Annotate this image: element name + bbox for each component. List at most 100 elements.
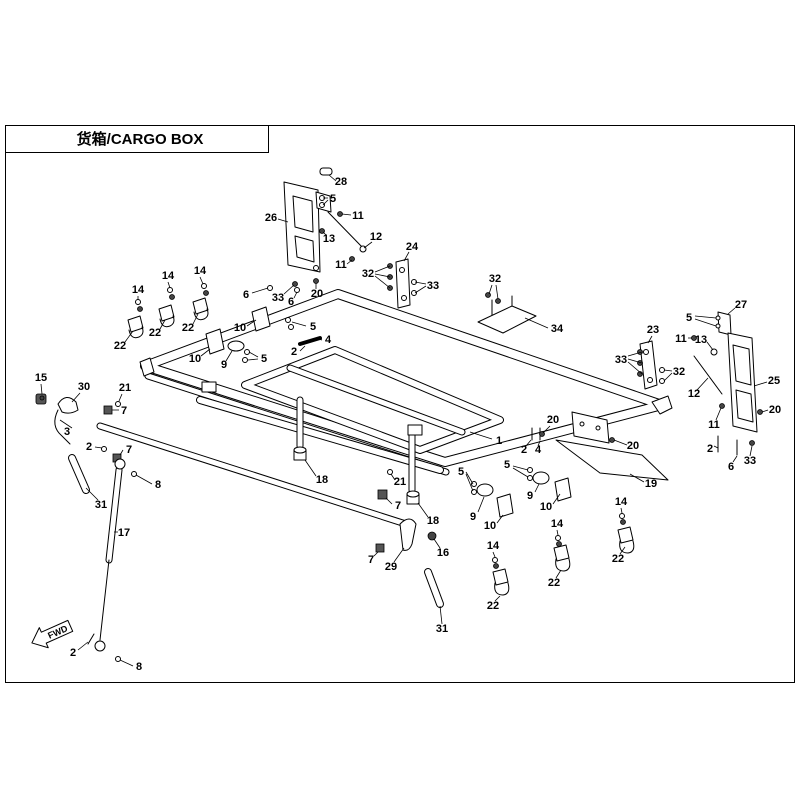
nut (495, 298, 501, 304)
center-rail-fill (287, 365, 465, 435)
callout-14: 14 (132, 284, 145, 296)
nut (757, 409, 763, 415)
tie-down-plate (158, 304, 175, 322)
bolt (710, 348, 718, 356)
hinge-bar-hole (643, 349, 649, 355)
nut (749, 440, 755, 446)
bolt (492, 557, 498, 563)
clip-7 (375, 543, 385, 553)
bump-stop (293, 446, 420, 505)
callout-11: 11 (335, 259, 347, 271)
callout-5: 5 (686, 312, 692, 324)
callout-10: 10 (189, 353, 201, 365)
callout-6: 6 (243, 289, 249, 301)
nut (485, 292, 491, 298)
callout-32: 32 (489, 273, 501, 285)
nut (169, 294, 175, 300)
rubber-strap-31-fill (69, 455, 89, 493)
pin-2 (87, 633, 95, 645)
callout-28: 28 (335, 176, 347, 188)
nut (349, 256, 355, 262)
nut (203, 290, 209, 296)
callout-33: 33 (427, 280, 439, 292)
bolt (387, 469, 393, 475)
strut-mount (114, 458, 126, 470)
bolt (242, 357, 248, 363)
callout-13: 13 (695, 334, 707, 346)
bolt (715, 315, 721, 321)
left-end-tab (139, 357, 155, 377)
callout-29: 29 (385, 561, 397, 573)
callout-22: 22 (487, 600, 499, 612)
gas-strut-17 (94, 458, 126, 652)
d-ring-right (476, 471, 572, 518)
callout-33: 33 (744, 455, 756, 467)
nut (556, 541, 562, 547)
tie-down-plate (127, 315, 144, 333)
bolt (201, 283, 207, 289)
bolt (659, 367, 665, 373)
callout-2: 2 (70, 647, 76, 659)
tie-down-plate (617, 526, 634, 544)
callout-10: 10 (484, 520, 496, 532)
hook-3 (54, 409, 71, 445)
nut (337, 211, 343, 217)
hinge-plate-cutout (294, 235, 315, 263)
bolt (527, 475, 533, 481)
strut-mount (94, 640, 106, 652)
callout-5: 5 (504, 459, 510, 471)
callout-4: 4 (535, 444, 542, 456)
callout-12: 12 (370, 231, 382, 243)
callout-9: 9 (470, 511, 476, 523)
callout-22: 22 (149, 327, 161, 339)
tie-down-ring (555, 558, 571, 572)
callout-5: 5 (310, 321, 316, 333)
tie-down-ring (193, 308, 209, 321)
mud-flap-19 (555, 439, 669, 481)
nut (637, 371, 643, 377)
nut (313, 278, 319, 284)
bolt (471, 489, 477, 495)
callout-7: 7 (395, 500, 401, 512)
page-title: 货箱/CARGO BOX (77, 130, 204, 148)
callout-14: 14 (551, 518, 564, 530)
callout-16: 16 (437, 547, 449, 559)
callout-20: 20 (769, 404, 781, 416)
clip-16 (427, 531, 437, 541)
nut (137, 306, 143, 312)
nut (719, 403, 725, 409)
callout-11: 11 (675, 333, 687, 345)
tie-down-plate (192, 297, 209, 315)
d-ring-left (205, 306, 322, 355)
callout-21: 21 (119, 382, 131, 394)
anchor-plate-10 (251, 306, 271, 332)
callout-30: 30 (78, 381, 90, 393)
hinge-plate-cutout (732, 344, 752, 386)
d-ring-9 (476, 483, 494, 497)
clip-7 (377, 489, 388, 500)
callout-21: 21 (394, 476, 406, 488)
plate-hole (595, 425, 601, 431)
bolt (555, 535, 561, 541)
hinge-plate-cutout (735, 389, 754, 423)
bolt (115, 656, 121, 662)
callout-31: 31 (436, 623, 448, 635)
bolt (288, 324, 294, 330)
hinge-bar-hole (647, 377, 653, 383)
callout-9: 9 (221, 359, 227, 371)
callout-23: 23 (647, 324, 659, 336)
strut-cylinder-fill (106, 467, 122, 563)
callout-24: 24 (406, 241, 419, 253)
callout-10: 10 (234, 322, 246, 334)
hinge-bar-hole (401, 295, 407, 301)
callout-14: 14 (487, 540, 500, 552)
callout-32: 32 (673, 366, 685, 378)
callout-9: 9 (527, 490, 533, 502)
bolt (167, 287, 173, 293)
callout-33: 33 (272, 292, 284, 304)
bolt (527, 467, 533, 473)
bolt (659, 378, 665, 384)
bolt (471, 481, 477, 487)
callout-22: 22 (548, 577, 560, 589)
nut (493, 563, 499, 569)
